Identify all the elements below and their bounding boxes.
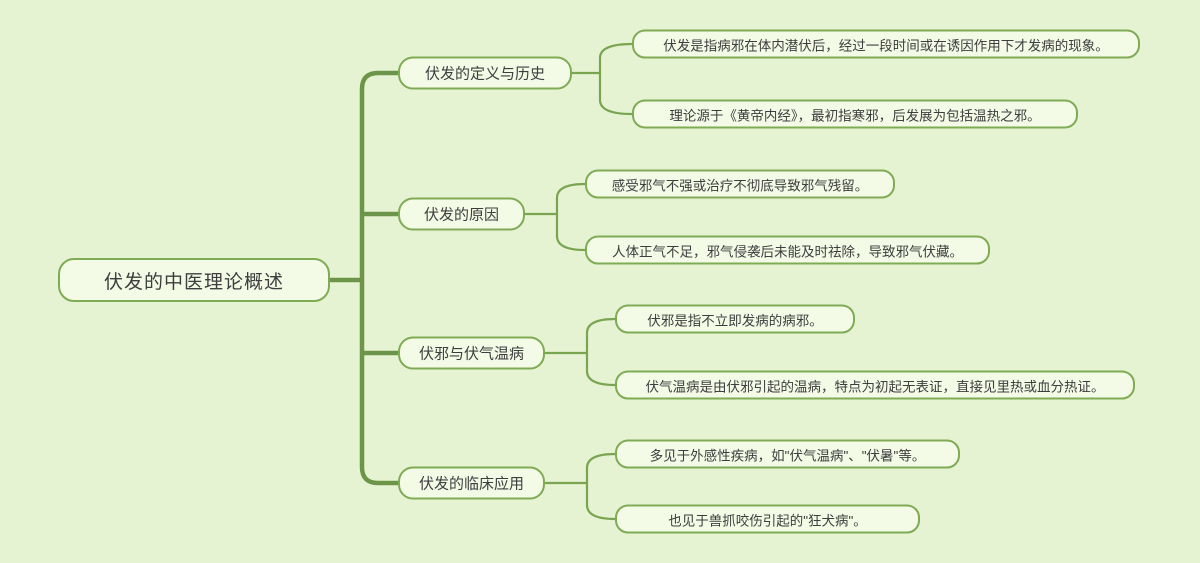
leaf-node-history-origin[interactable]: 理论源于《黄帝内经》，最初指寒邪，后发展为包括温热之邪。 [632,99,1078,129]
branch-node-definition-history[interactable]: 伏发的定义与历史 [398,56,572,90]
connector-trunk [359,70,398,486]
leaf-node-latent-evil-definition[interactable]: 伏邪是指不立即发病的病邪。 [615,304,855,334]
leaf-node-weak-evil-residue[interactable]: 感受邪气不强或治疗不彻底导致邪气残留。 [585,169,895,199]
connector-b4-leaves [585,452,616,521]
connector-b3-leaves [585,317,616,387]
branch-node-clinical-application[interactable]: 伏发的临床应用 [398,466,545,500]
leaf-node-external-diseases[interactable]: 多见于外感性疾病，如"伏气温病"、"伏暑"等。 [615,439,960,469]
connector-b1-leaves [598,42,633,116]
branch-node-latent-evil-warm-disease[interactable]: 伏邪与伏气温病 [398,336,545,370]
root-topic-node[interactable]: 伏发的中医理论概述 [58,258,330,302]
connector-b2-leaves [555,182,586,252]
leaf-node-warm-disease-features[interactable]: 伏气温病是由伏邪引起的温病，特点为初起无表证，直接见里热或血分热证。 [615,370,1135,400]
leaf-node-definition[interactable]: 伏发是指病邪在体内潜伏后，经过一段时间或在诱因作用下才发病的现象。 [632,29,1140,59]
leaf-node-deficient-qi-hiding[interactable]: 人体正气不足，邪气侵袭后未能及时祛除，导致邪气伏藏。 [585,235,990,265]
branch-node-causes[interactable]: 伏发的原因 [398,197,525,231]
leaf-node-rabies[interactable]: 也见于兽抓咬伤引起的"狂犬病"。 [615,504,920,534]
